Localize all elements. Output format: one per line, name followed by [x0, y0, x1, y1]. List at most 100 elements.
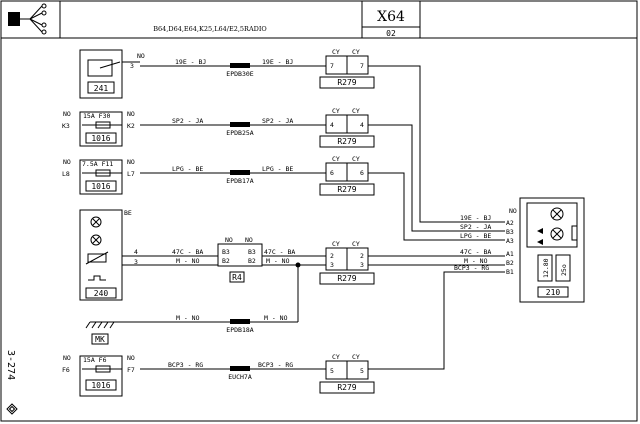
svg-text:6: 6 — [360, 169, 364, 177]
lamp-icon — [550, 227, 564, 241]
label-no: NO — [137, 52, 145, 60]
svg-text:CY: CY — [352, 155, 360, 163]
lamp-icon — [550, 207, 564, 221]
fuse-f30-label: 15A F30 — [83, 112, 110, 120]
splice-epdb18a — [230, 319, 250, 324]
wire-routing — [368, 65, 505, 370]
label-r4: R4 — [232, 273, 242, 282]
svg-text:6: 6 — [330, 169, 334, 177]
pin-a3: A3 — [506, 237, 514, 245]
svg-text:CY: CY — [332, 240, 340, 248]
connector-r279-4: CY CY 2 2 3 3 R279 — [319, 240, 375, 285]
svg-text:3: 3 — [330, 261, 334, 269]
pin-b2: B2 — [222, 257, 230, 265]
svg-text:CY: CY — [332, 353, 340, 361]
wire-sp2-in: SP2 - JA — [460, 223, 491, 231]
wire-lpg-in: LPG - BE — [460, 232, 491, 240]
svg-text:R279: R279 — [337, 78, 356, 87]
svg-text:CY: CY — [352, 353, 360, 361]
svg-text:5: 5 — [330, 367, 334, 375]
pin-b2: B2 — [248, 257, 256, 265]
pin-f7: F7 — [127, 366, 135, 374]
label-240: 240 — [94, 289, 109, 298]
label-no: NO — [63, 110, 71, 118]
svg-text:CY: CY — [332, 48, 340, 56]
pin-3: 3 — [130, 62, 134, 70]
wire-bcp3-in: BCP3 - RG — [454, 264, 489, 272]
ground-symbol-icon — [88, 275, 106, 281]
wire-mno-ground: M - NO — [176, 314, 200, 322]
label-no: NO — [509, 207, 517, 215]
wire-19e-out: 19E - BJ — [262, 58, 293, 66]
svg-text:CY: CY — [332, 107, 340, 115]
label-1016-b: 1016 — [91, 182, 110, 191]
wire-47c: 47C - BA — [172, 248, 203, 256]
svg-text:5: 5 — [360, 367, 364, 375]
label-be: BE — [124, 209, 132, 217]
label-no: NO — [127, 158, 135, 166]
ground-mk: MK — [85, 321, 122, 345]
splice-label-euch7a: EUCH7A — [228, 373, 252, 381]
splice-epdb17a — [230, 170, 250, 175]
sheet-code: X64 — [377, 9, 405, 25]
component-240: 240 — [79, 209, 123, 301]
pin-a1: A1 — [506, 250, 514, 258]
label-no: NO — [127, 110, 135, 118]
diode-icon — [537, 228, 543, 234]
connector-r279-2: CY CY 4 4 R279 — [319, 107, 375, 148]
svg-text:2: 2 — [360, 252, 364, 260]
fuse-f11-label: 7.5A F11 — [82, 160, 113, 168]
splice-epdb25a — [230, 122, 250, 127]
pin-b3: B3 — [506, 228, 514, 236]
svg-text:4: 4 — [330, 121, 334, 129]
pin-f6: F6 — [62, 366, 70, 374]
fuse-f11-block: 7.5A F11 1016 — [79, 159, 123, 195]
svg-text:7: 7 — [330, 62, 334, 70]
label-1016-a: 1016 — [91, 134, 110, 143]
splice-label-epdb25a: EPDB25A — [226, 129, 253, 137]
component-210: NO A2 B3 A3 A1 B2 B1 12.80 25o 210 — [506, 197, 585, 303]
fuse-f6-label: 15A F6 — [83, 356, 107, 364]
splice-label-epdb30e: EPDB30E — [226, 70, 253, 78]
fuse-f30-block: 15A F30 1016 — [79, 111, 123, 147]
svg-text:CY: CY — [352, 240, 360, 248]
value-25o: 25o — [560, 264, 568, 276]
wire-mno: M - NO — [176, 257, 200, 265]
relay-r4: B3 B2 B3 B2 NO NO R4 — [217, 236, 263, 283]
pin-b2: B2 — [506, 259, 514, 267]
wire-mno-ground-b: M - NO — [264, 314, 288, 322]
title-block: B64,D64,E64,K25,L64/E2,5RADIO X64 02 — [1, 1, 637, 39]
label-no: NO — [225, 236, 233, 244]
wire-bcp3-out: BCP3 - RG — [258, 361, 293, 369]
wire-sp2-out: SP2 - JA — [262, 117, 293, 125]
pin-b3: B3 — [222, 248, 230, 256]
connector-r279-1: CY CY 7 7 R279 — [319, 48, 375, 89]
sheet-index: 02 — [386, 29, 396, 38]
manufacturer-logo-icon — [6, 403, 18, 415]
svg-text:3: 3 — [360, 261, 364, 269]
svg-text:R279: R279 — [337, 383, 356, 392]
svg-text:2: 2 — [330, 252, 334, 260]
svg-text:CY: CY — [332, 155, 340, 163]
splice-epdb30e — [230, 63, 250, 68]
page-number: 3-274 — [5, 350, 16, 380]
connector-r279-5: CY CY 5 5 R279 — [319, 353, 375, 394]
wire-sp2: SP2 - JA — [172, 117, 203, 125]
svg-text:CY: CY — [352, 48, 360, 56]
resistor-icon — [571, 225, 578, 241]
pin-b1: B1 — [506, 268, 514, 276]
connector-r279-3: CY CY 6 6 R279 — [319, 155, 375, 196]
label-no: NO — [127, 354, 135, 362]
vehicle-codes: B64,D64,E64,K25,L64/E2,5RADIO — [153, 25, 267, 33]
component-241: 241 — [79, 49, 123, 99]
wire-mno-in: M - NO — [464, 257, 488, 265]
harness-connector-icon — [8, 3, 47, 35]
speaker-icon — [90, 234, 102, 246]
wire-47c-in: 47C - BA — [460, 248, 491, 256]
label-241: 241 — [94, 84, 109, 93]
pin-3: 3 — [134, 258, 138, 266]
svg-text:CY: CY — [352, 107, 360, 115]
label-no: NO — [63, 158, 71, 166]
label-mk: MK — [95, 335, 105, 344]
